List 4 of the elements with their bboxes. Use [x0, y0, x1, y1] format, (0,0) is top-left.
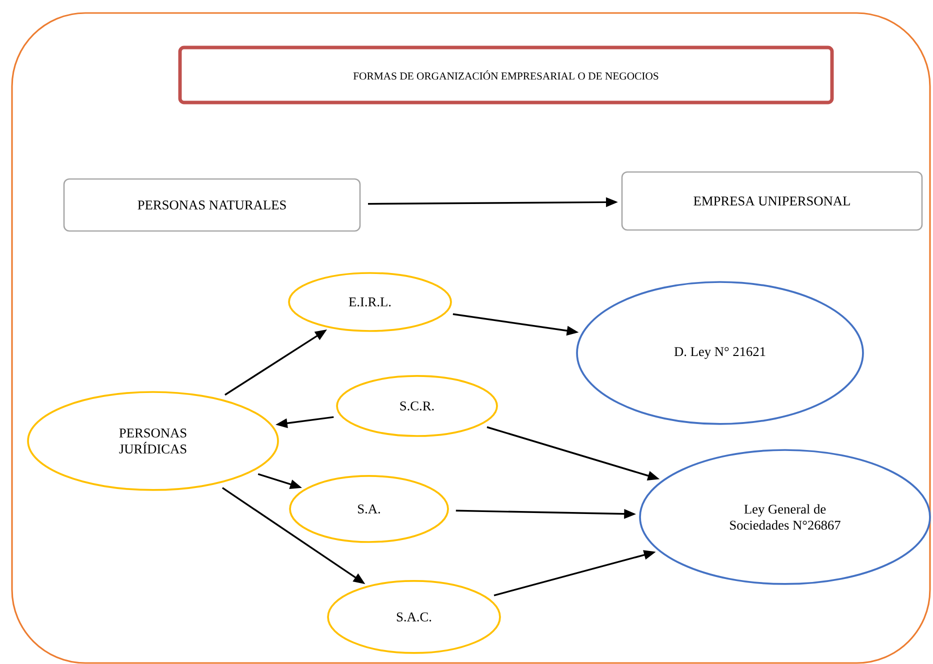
frame-box: [11, 12, 931, 664]
process-box: PERSONAS NATURALES: [63, 178, 361, 232]
process-box: EMPRESA UNIPERSONAL: [621, 171, 923, 231]
title-box: FORMAS DE ORGANIZACIÓN EMPRESARIAL O DE NEGOCIOS: [178, 46, 834, 104]
